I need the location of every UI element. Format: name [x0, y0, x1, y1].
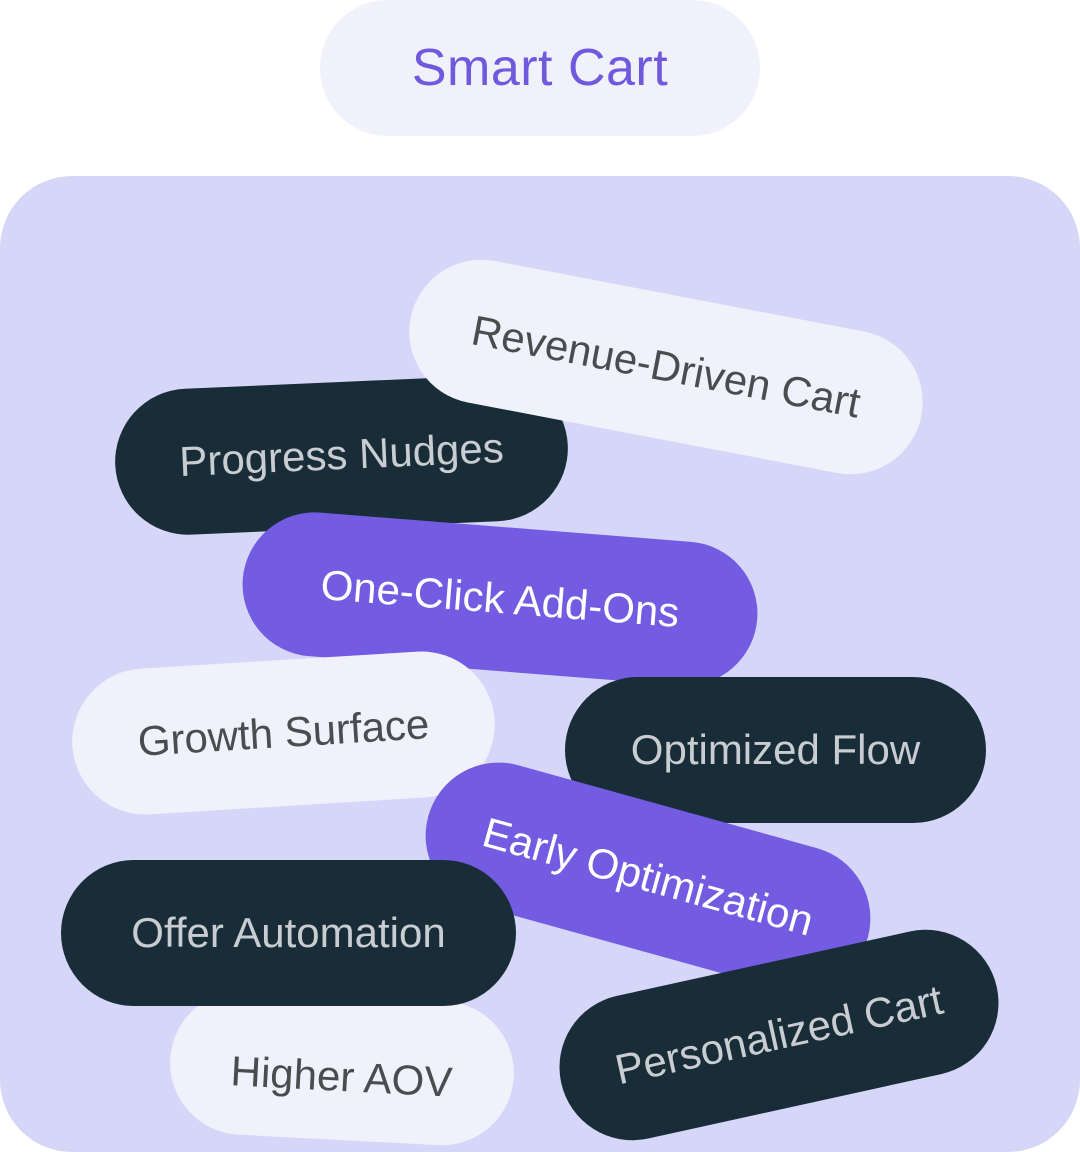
- tag-label: Offer Automation: [131, 909, 446, 956]
- tag-label: Optimized Flow: [630, 726, 921, 773]
- tag-growth-surface: Growth Surface: [67, 647, 500, 819]
- tag-label: Growth Surface: [136, 700, 431, 765]
- tag-label: One-Click Add-Ons: [319, 560, 682, 637]
- tag-higher-aov: Higher AOV: [166, 987, 518, 1149]
- tag-label: Progress Nudges: [178, 423, 505, 486]
- tags-panel: Progress Nudges Revenue-Driven Cart One-…: [0, 176, 1080, 1152]
- tag-offer-automation: Offer Automation: [61, 860, 516, 1006]
- page-title: Smart Cart: [411, 39, 669, 97]
- title-pill: Smart Cart: [320, 0, 760, 136]
- tag-label: Early Optimization: [477, 808, 819, 945]
- tag-label: Higher AOV: [229, 1047, 454, 1106]
- tag-label: Revenue-Driven Cart: [467, 306, 865, 427]
- tag-label: Personalized Cart: [610, 975, 947, 1094]
